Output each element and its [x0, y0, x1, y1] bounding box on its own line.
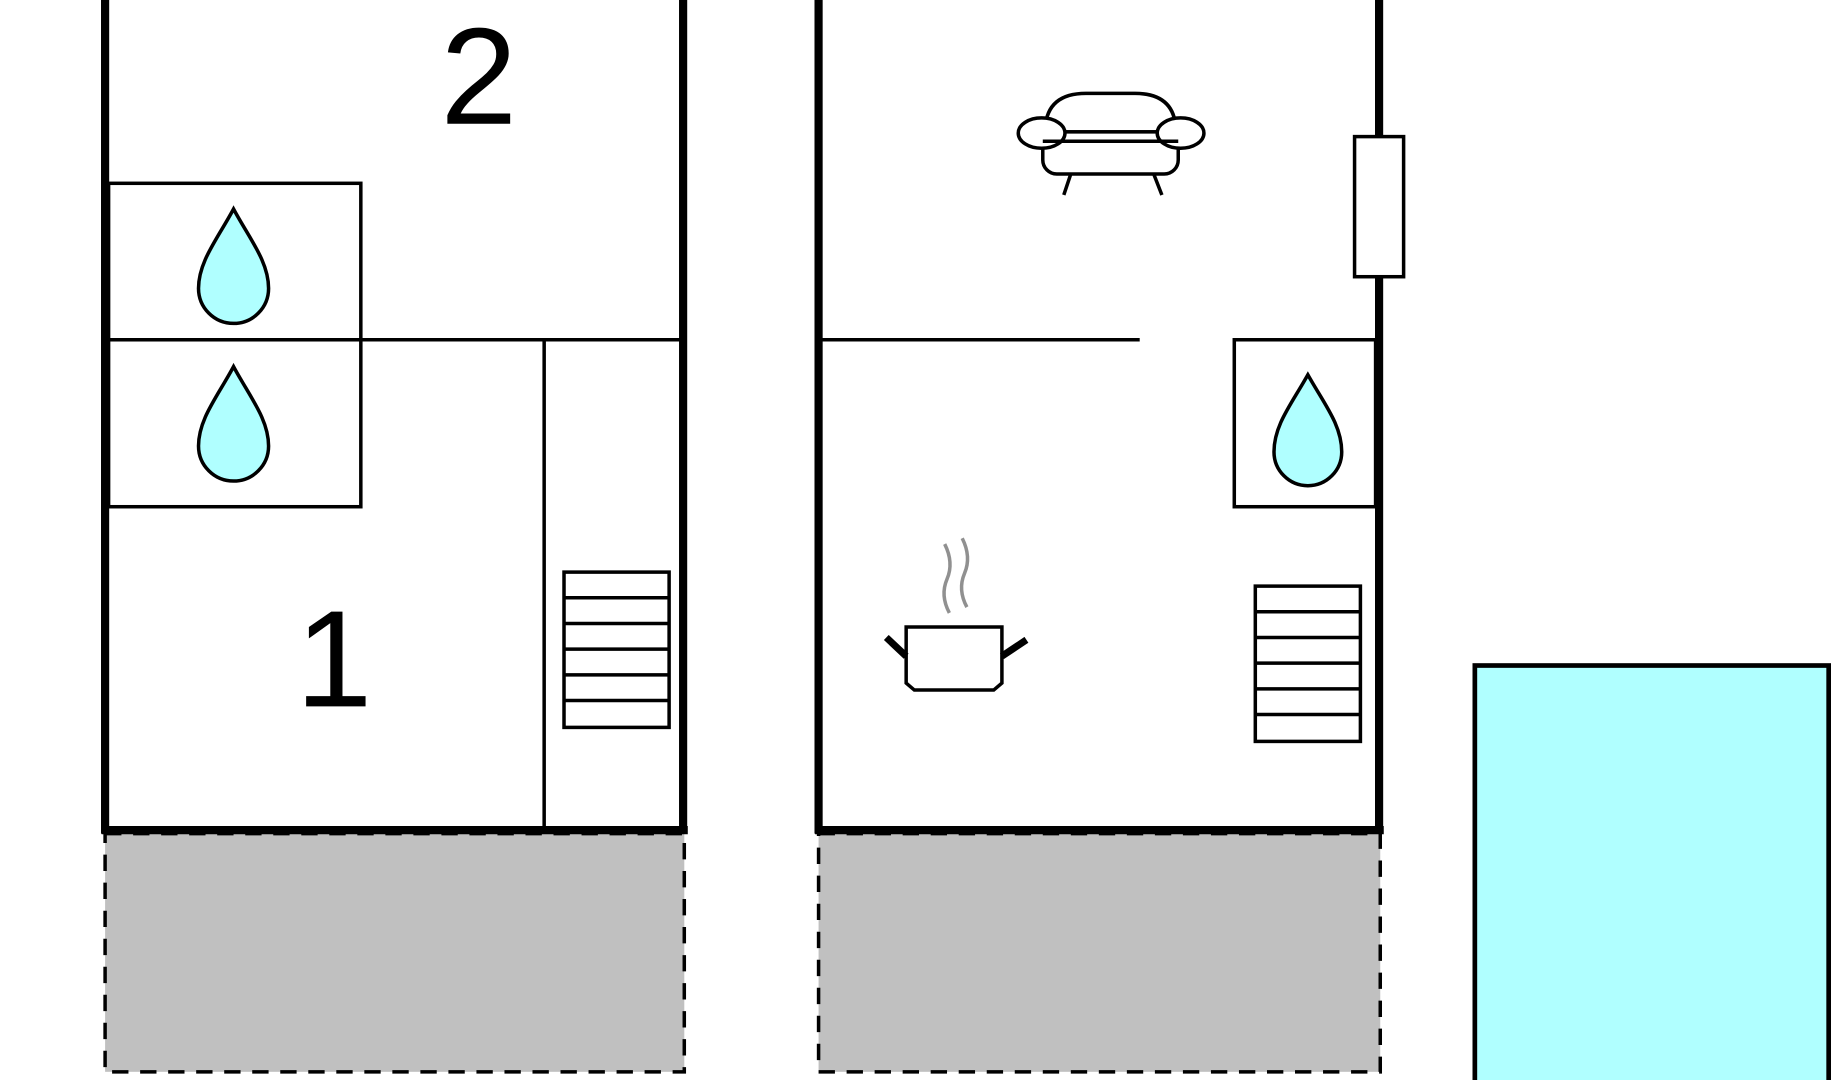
window-icon: [1352, 134, 1406, 279]
bathroom-lower: [106, 338, 363, 509]
right-unit: [814, 0, 1406, 1074]
stairs-icon: [562, 570, 671, 730]
room-label-2: 2: [440, 0, 517, 154]
cooking-pot-icon: [883, 537, 1029, 692]
right-terrace: [816, 831, 1383, 1074]
water-drop-icon: [1272, 371, 1344, 488]
left-unit: 2 1: [101, 0, 688, 1074]
water-drop-icon: [196, 362, 271, 483]
water-drop-icon: [196, 205, 271, 326]
left-terrace: [103, 831, 687, 1074]
room-label-1: 1: [296, 582, 373, 736]
bathroom-right: [1232, 338, 1378, 509]
sofa-icon: [1016, 91, 1206, 196]
pool: [1472, 663, 1831, 1080]
stairs-icon: [1253, 584, 1363, 744]
